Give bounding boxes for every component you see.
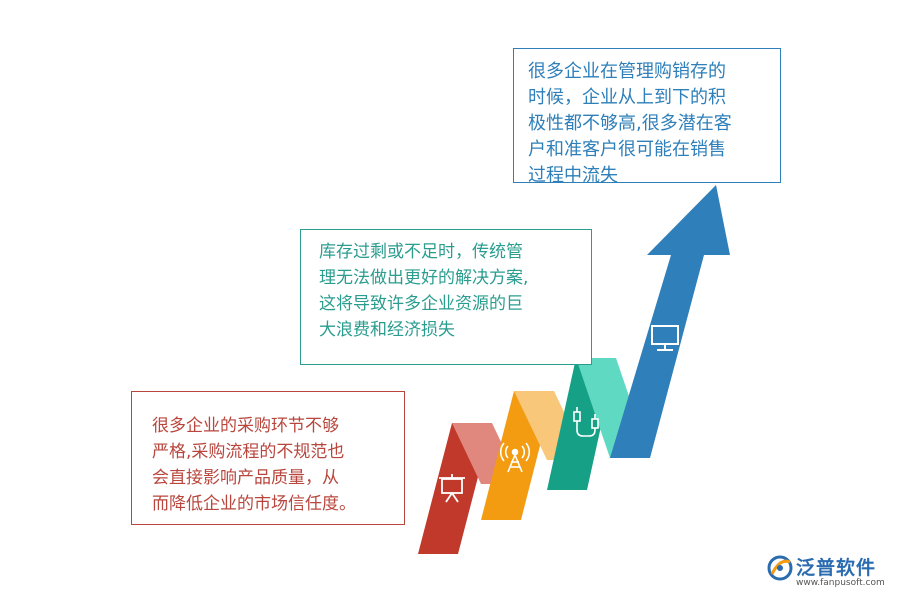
presentation-board-icon: [439, 474, 465, 503]
step-4-description: 很多企业在管理购销存的 时候，企业从上到下的积 极性都不够高,很多潜在客 户和准…: [528, 61, 732, 186]
signal-tower-icon: [499, 442, 531, 473]
step-3-description: 库存过剩或不足时，传统管 理无法做出更好的解决方案, 这将导致许多企业资源的巨 …: [319, 242, 529, 340]
logo-mark-icon: [767, 555, 793, 581]
step-3-description-box: 库存过剩或不足时，传统管 理无法做出更好的解决方案, 这将导致许多企业资源的巨 …: [300, 229, 592, 365]
step-1-description-box: 很多企业的采购环节不够 严格,采购流程的不规范也 会直接影响产品质量，从 而降低…: [131, 391, 405, 525]
monitor-icon: [651, 325, 679, 351]
step-4-blue-arrow: [610, 185, 730, 458]
step-1-description: 很多企业的采购环节不够 严格,采购流程的不规范也 会直接影响产品质量，从 而降低…: [152, 416, 356, 514]
logo-name: 泛普软件: [796, 557, 877, 579]
logo-url: www.fanpusoft.com: [796, 578, 885, 588]
step-4-description-box: 很多企业在管理购销存的 时候，企业从上到下的积 极性都不够高,很多潜在客 户和准…: [513, 48, 781, 186]
usb-cable-icon: [573, 407, 599, 437]
company-logo: 泛普软件 www.fanpusoft.com: [766, 549, 896, 595]
